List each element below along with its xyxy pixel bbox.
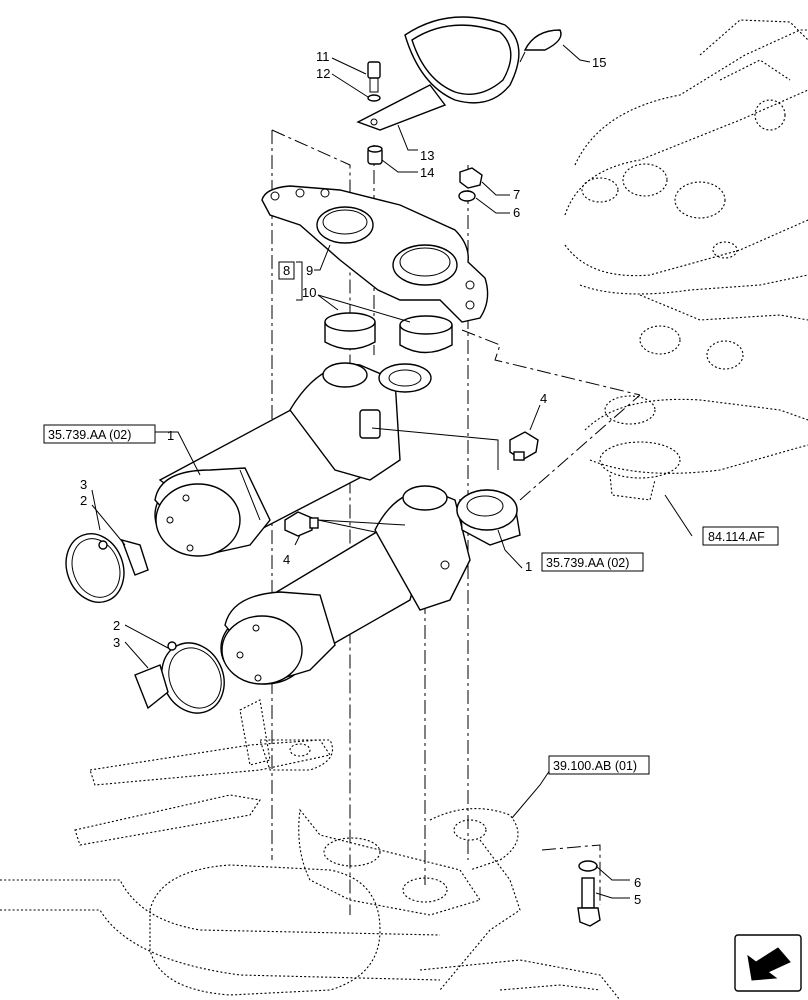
callout-2-lower[interactable]: 2 (113, 618, 120, 633)
ref-box-cylinder-left[interactable] (43, 424, 156, 444)
callout-8[interactable]: 8 (283, 263, 290, 278)
lower-hydraulic-cylinder (220, 485, 521, 685)
ref-box-axle[interactable] (702, 526, 779, 546)
chassis-frame (0, 699, 621, 1000)
reference-boxes: 35.739.AA (02) 35.739.AA (02) 84.114.AF … (43, 424, 779, 775)
grease-fitting-lower (284, 511, 319, 537)
callout-4-upper[interactable]: 4 (540, 391, 547, 406)
ref-axle[interactable]: 84.114.AF (708, 530, 765, 544)
spacer-bushing (367, 145, 383, 165)
callout-5[interactable]: 5 (634, 892, 641, 907)
callout-3-lower[interactable]: 3 (113, 635, 120, 650)
ref-cylinder-right[interactable]: 35.739.AA (02) (546, 556, 629, 570)
grease-fitting-upper (509, 431, 539, 461)
callout-3-upper[interactable]: 3 (80, 477, 87, 492)
callout-9[interactable]: 9 (306, 263, 313, 278)
callout-1-lower[interactable]: 1 (525, 559, 532, 574)
cap-ring-upper (65, 533, 149, 603)
ref-box-frame[interactable] (548, 755, 650, 775)
callout-14[interactable]: 14 (420, 165, 434, 180)
screw-and-washer (367, 61, 381, 102)
callout-labels: 11 12 15 13 14 7 6 8 9 10 1 4 3 2 4 1 2 … (80, 49, 641, 907)
clamp-band-assembly (356, 16, 520, 131)
callout-6-top[interactable]: 6 (513, 205, 520, 220)
callout-6-bottom[interactable]: 6 (634, 875, 641, 890)
callout-1-upper[interactable]: 1 (167, 428, 174, 443)
leader-lines (91, 44, 693, 899)
bolt-and-washer (577, 860, 601, 927)
cap-ring-lower (134, 641, 225, 714)
callout-15[interactable]: 15 (592, 55, 606, 70)
cylinder-support-bracket (261, 185, 489, 323)
ref-box-cylinder-right[interactable] (541, 552, 644, 572)
tie-wrap-part (519, 29, 562, 63)
ref-frame[interactable]: 39.100.AB (01) (553, 759, 637, 773)
callout-2-upper[interactable]: 2 (80, 493, 87, 508)
front-axle-housing (564, 19, 808, 501)
upper-hydraulic-cylinder (154, 362, 432, 557)
callout-7[interactable]: 7 (513, 187, 520, 202)
callout-12[interactable]: 12 (316, 66, 330, 81)
arrow-down-left-icon[interactable] (734, 934, 802, 992)
callout-4-lower[interactable]: 4 (283, 552, 290, 567)
callout-10[interactable]: 10 (302, 285, 316, 300)
nut-and-washer (458, 167, 483, 202)
ref-cylinder-left[interactable]: 35.739.AA (02) (48, 428, 131, 442)
bushing-pair (324, 312, 453, 354)
callout-13[interactable]: 13 (420, 148, 434, 163)
callout-11[interactable]: 11 (316, 49, 330, 64)
callout-8-box (278, 261, 295, 280)
